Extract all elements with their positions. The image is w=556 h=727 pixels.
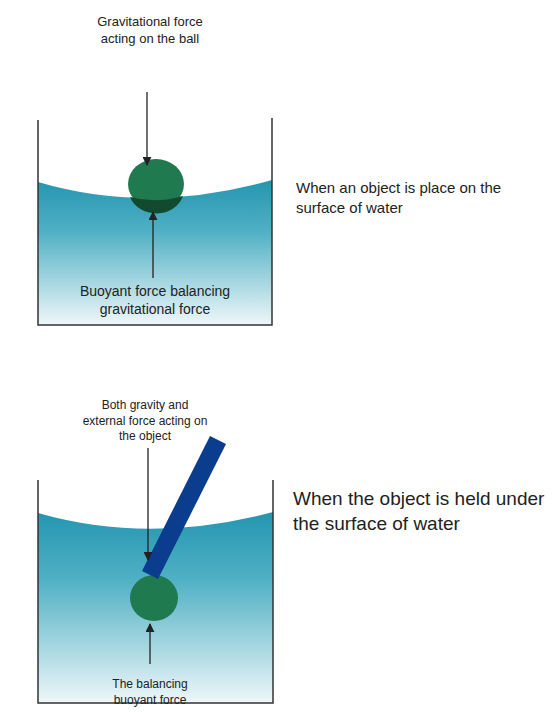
beaker bbox=[38, 118, 272, 325]
submerged-part bbox=[130, 196, 183, 213]
holding-rod bbox=[142, 436, 226, 579]
gravity-arrow bbox=[147, 448, 148, 560]
annotation-label: Buoyant force balancing gravitational fo… bbox=[66, 282, 244, 318]
annotation-label: The balancing buoyant force bbox=[90, 677, 210, 708]
buoyancy-arrow bbox=[152, 212, 153, 278]
beaker bbox=[38, 480, 273, 703]
annotation-label: When an object is place on the surface o… bbox=[296, 178, 511, 217]
buoyancy-arrow bbox=[149, 624, 150, 664]
annotation-label: Both gravity and external force acting o… bbox=[82, 398, 208, 445]
ball bbox=[130, 575, 178, 621]
annotation-label: When the object is held under the surfac… bbox=[293, 487, 555, 536]
annotation-label: Gravitational force acting on the ball bbox=[80, 14, 220, 48]
water bbox=[38, 180, 272, 325]
water bbox=[38, 512, 273, 703]
gravity-arrow bbox=[146, 92, 147, 165]
